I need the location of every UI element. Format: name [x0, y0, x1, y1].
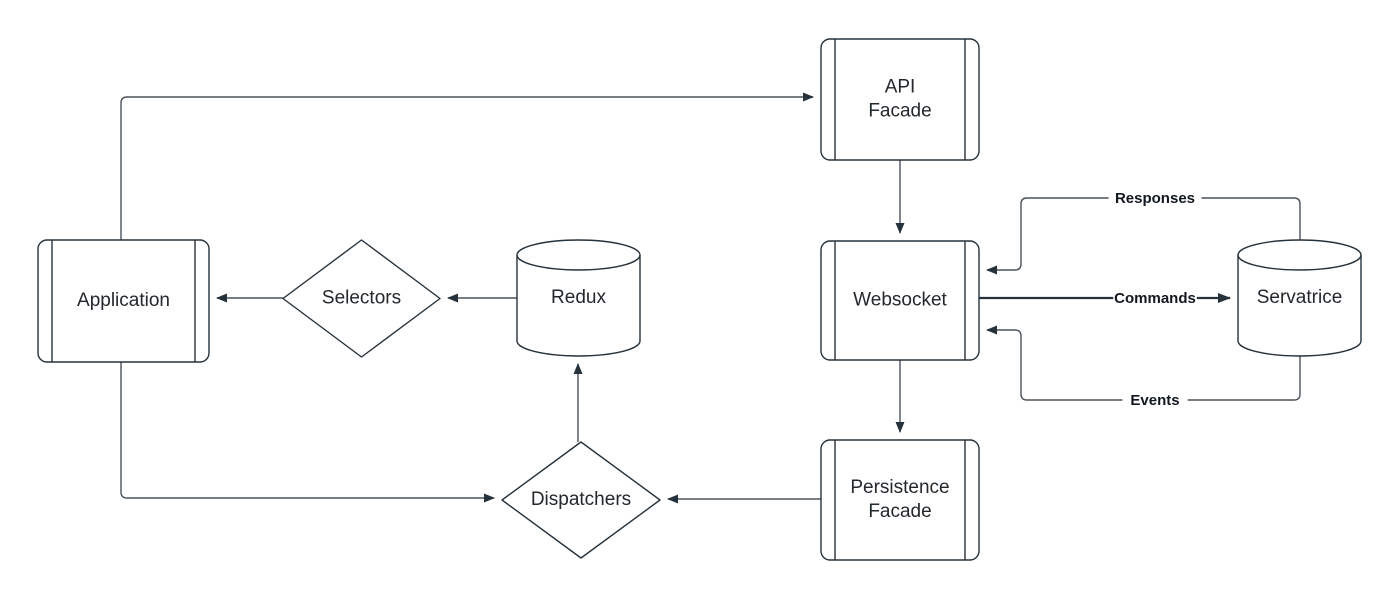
- edge-label-servatrice-to-websocket-responses: Responses: [1108, 188, 1202, 208]
- edge-line: [120, 362, 495, 503]
- edge-label-background: [1113, 288, 1197, 308]
- process-box: [820, 38, 980, 161]
- cylinder-top-ellipse: [1237, 254, 1362, 271]
- edge-label-background: [1122, 390, 1188, 410]
- node-websocket[interactable]: Websocket: [820, 240, 980, 361]
- edge-label-background: [1108, 188, 1202, 208]
- edge-application-to-dispatchers: [120, 362, 495, 503]
- node-redux[interactable]: Redux: [516, 239, 641, 357]
- cylinder-body: [1237, 239, 1362, 357]
- process-box: [37, 239, 210, 363]
- decision-diamond: [501, 441, 661, 559]
- cylinder-body: [516, 239, 641, 357]
- node-dispatchers[interactable]: Dispatchers: [501, 441, 661, 559]
- decision-diamond: [282, 239, 441, 358]
- edge-line: [120, 92, 814, 240]
- node-selectors[interactable]: Selectors: [282, 239, 441, 358]
- edge-application-to-api-facade: [120, 92, 814, 240]
- edge-line: [986, 197, 1301, 275]
- edge-servatrice-to-websocket-responses: [986, 197, 1301, 275]
- edge-servatrice-to-websocket-events: [986, 325, 1301, 401]
- node-servatrice[interactable]: Servatrice: [1237, 239, 1362, 357]
- edge-label-servatrice-to-websocket-events: Events: [1122, 390, 1188, 410]
- edge-line: [986, 325, 1301, 401]
- process-box: [820, 240, 980, 361]
- cylinder-top-ellipse: [516, 254, 641, 271]
- edge-label-websocket-to-servatrice-commands: Commands: [1113, 288, 1197, 308]
- process-box: [820, 439, 980, 561]
- node-application[interactable]: Application: [37, 239, 210, 363]
